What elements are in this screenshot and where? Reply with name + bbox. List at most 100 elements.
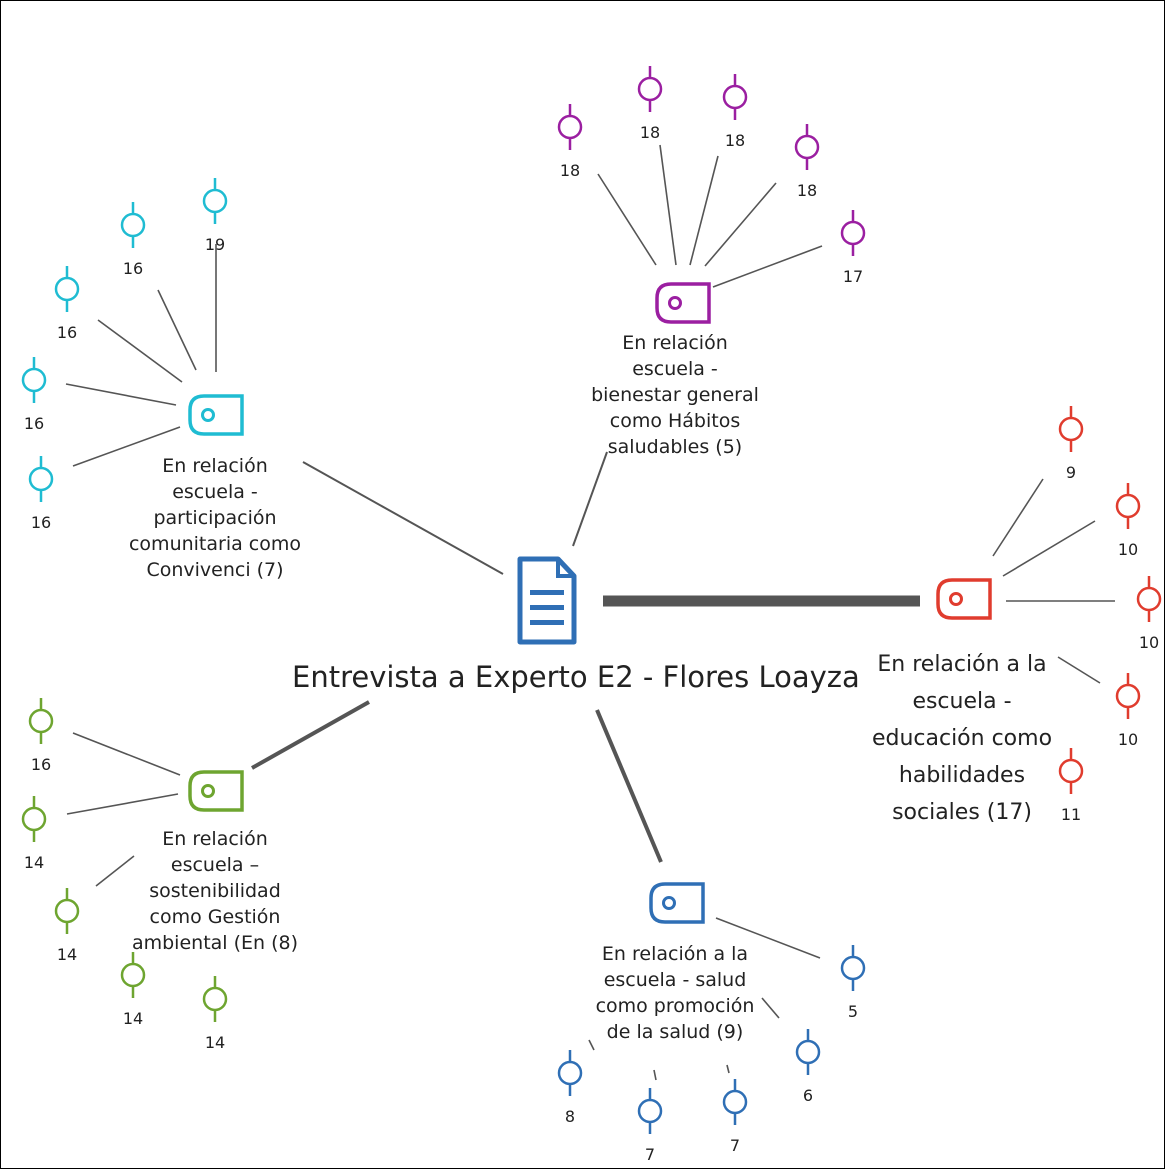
quote-number: 17 [842,267,864,286]
connector-habitos [572,451,608,547]
quote-number: 14 [122,1009,144,1028]
quote-number: 18 [724,131,746,150]
quote-connector [597,173,657,266]
quote-number: 14 [23,853,45,872]
quote-icon[interactable] [557,104,583,150]
quote-number: 7 [644,1145,656,1164]
quote-icon[interactable] [840,945,866,991]
label-line: bienestar general [591,384,759,406]
quote-connector [66,793,179,815]
quote-connector [97,319,183,383]
quote-icon[interactable] [54,266,80,312]
quote-number: 18 [559,161,581,180]
quote-icon[interactable] [1115,483,1141,529]
label-line: como promoción [595,995,755,1017]
label-line: escuela - [172,481,258,503]
quote-number: 14 [56,945,78,964]
quote-connector [72,732,181,776]
quote-connector [65,383,177,406]
quote-connector [689,155,719,266]
code-tag-icon[interactable] [188,770,244,812]
document-title[interactable]: Entrevista a Experto E2 - Flores Loayza [292,660,860,694]
quote-icon[interactable] [1136,576,1162,622]
quote-icon[interactable] [722,74,748,120]
quote-connector [761,997,780,1019]
quote-icon[interactable] [21,796,47,842]
label-line: habilidades [898,763,1026,788]
quote-icon[interactable] [54,888,80,934]
code-tag-icon[interactable] [936,578,992,620]
quote-icon[interactable] [840,210,866,256]
label-line: educación como [871,726,1053,751]
label-line: escuela - [632,358,718,380]
quote-connector [659,144,677,266]
quote-icon[interactable] [28,456,54,502]
label-line: En relación [162,455,268,477]
connector-gestion [251,700,370,770]
quote-number: 6 [802,1086,814,1105]
quote-icon[interactable] [202,976,228,1022]
label-line: sostenibilidad [149,880,281,902]
code-tag-icon[interactable] [649,882,705,924]
quote-number: 5 [847,1002,859,1021]
quote-number: 10 [1117,730,1139,749]
label-line: sociales (17) [892,800,1032,825]
label-line: ambiental (En (8) [131,932,299,954]
quote-connector [1002,520,1096,577]
quote-number: 16 [30,513,52,532]
quote-icon[interactable] [1058,748,1084,794]
code-label-convivencia: En relación escuela - participación comu… [120,453,310,583]
quote-number: 14 [204,1033,226,1052]
quote-connector [588,1039,595,1051]
quote-number: 18 [796,181,818,200]
quote-icon[interactable] [557,1050,583,1096]
label-line: escuela - salud [603,969,747,991]
code-tag-icon[interactable] [188,394,244,436]
connector-promocion [595,709,663,863]
quote-number: 16 [56,323,78,342]
quote-icon[interactable] [637,1088,663,1134]
label-line: escuela – [170,854,260,876]
code-tag-icon[interactable] [655,282,711,324]
quote-icon[interactable] [794,124,820,170]
quote-icon[interactable] [795,1029,821,1075]
quote-connector [653,1069,657,1081]
quote-number: 10 [1117,540,1139,559]
code-label-promocion: En relación a la escuela - salud como pr… [590,941,760,1045]
code-label-habitos: En relación escuela - bienestar general … [585,330,765,460]
quote-connector [992,478,1044,557]
label-line: de la salud (9) [606,1021,744,1043]
quote-number: 9 [1065,463,1077,482]
quote-icon[interactable] [1115,673,1141,719]
label-line: En relación a la [877,652,1047,677]
quote-connector [715,917,821,959]
quote-number: 16 [122,259,144,278]
quote-number: 11 [1060,805,1082,824]
connector-convivencia [302,461,504,575]
quote-number: 7 [729,1136,741,1155]
label-line: comunitaria como [128,533,301,555]
label-line: En relación [622,332,728,354]
label-line: escuela - [912,689,1012,714]
label-line: saludables (5) [607,436,743,458]
quote-icon[interactable] [1058,406,1084,452]
quote-number: 10 [1138,633,1160,652]
quote-icon[interactable] [28,698,54,744]
quote-connector [157,289,197,371]
quote-icon[interactable] [120,952,146,998]
quote-connector [726,1064,730,1074]
label-line: como Hábitos [609,410,741,432]
quote-icon[interactable] [21,357,47,403]
quote-number: 19 [204,235,226,254]
quote-icon[interactable] [120,202,146,248]
quote-icon[interactable] [637,66,663,112]
quote-connector [72,426,181,467]
quote-icon[interactable] [722,1079,748,1125]
label-line: participación [153,507,277,529]
quote-icon[interactable] [202,178,228,224]
code-label-gestion: En relación escuela – sostenibilidad com… [130,826,300,956]
document-icon[interactable] [516,556,578,646]
